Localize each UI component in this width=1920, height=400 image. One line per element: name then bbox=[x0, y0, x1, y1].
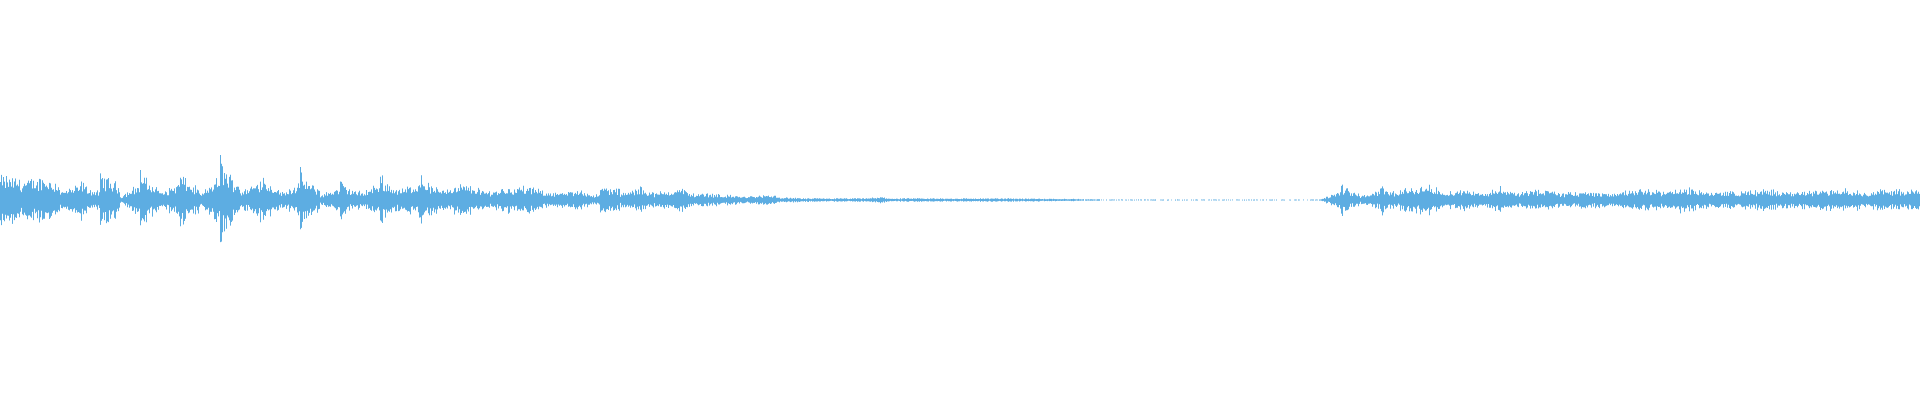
waveform-samples bbox=[0, 155, 1920, 243]
